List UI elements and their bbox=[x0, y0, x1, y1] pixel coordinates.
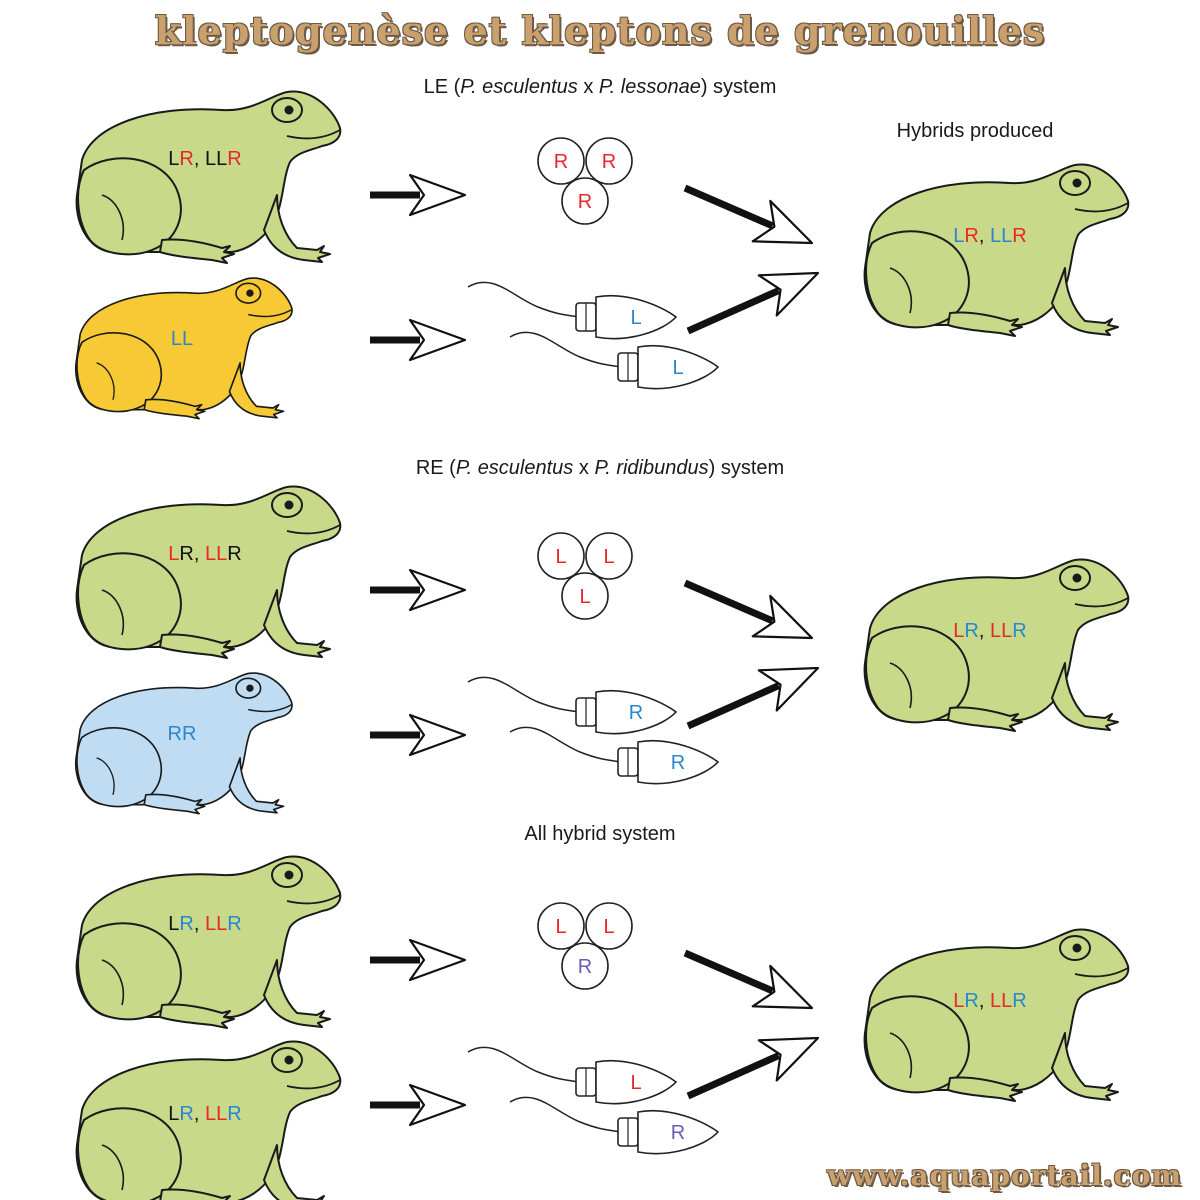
diagonal-arrow-icon bbox=[683, 949, 814, 1010]
egg-genotype: L bbox=[603, 546, 614, 568]
egg-genotype: L bbox=[555, 546, 566, 568]
page-title: kleptogenèse et kleptons de grenouilles bbox=[154, 8, 1046, 53]
sperm-genotype: L bbox=[672, 357, 683, 379]
egg: L bbox=[585, 902, 633, 950]
parent-frog-1 bbox=[75, 90, 342, 264]
hybrid-genotype: LR, LLR bbox=[953, 990, 1026, 1012]
egg-genotype: L bbox=[555, 916, 566, 938]
egg-genotype: R bbox=[578, 956, 592, 978]
short-arrow-icon bbox=[370, 938, 467, 982]
egg-genotype: R bbox=[554, 151, 568, 173]
hybrid-frog bbox=[863, 163, 1130, 337]
egg-cluster: L LR bbox=[537, 902, 633, 990]
system-title-re: RE (P. esculentus x P. ridibundus) syste… bbox=[415, 457, 785, 479]
egg: L bbox=[537, 902, 585, 950]
parent-1-genotype: LR, LLR bbox=[168, 913, 241, 935]
short-arrow-icon bbox=[370, 568, 467, 612]
diagonal-arrow-icon bbox=[683, 579, 814, 640]
sperm-genotype: R bbox=[629, 702, 643, 724]
diagonal-arrow-icon bbox=[686, 271, 820, 335]
diagonal-arrow-icon bbox=[686, 1036, 820, 1100]
egg-genotype: R bbox=[578, 191, 592, 213]
watermark: www.aquaportail.com bbox=[827, 1159, 1182, 1192]
sperm: L bbox=[509, 331, 720, 390]
egg-genotype: R bbox=[602, 151, 616, 173]
egg: L bbox=[585, 532, 633, 580]
egg-genotype: L bbox=[603, 916, 614, 938]
egg: R bbox=[537, 137, 585, 185]
short-arrow-icon bbox=[370, 713, 467, 757]
hybrid-frog bbox=[863, 558, 1130, 732]
egg-genotype: L bbox=[579, 586, 590, 608]
parent-frog-2 bbox=[74, 277, 293, 420]
parent-1-genotype: LR, LLR bbox=[168, 543, 241, 565]
egg: R bbox=[561, 942, 609, 990]
sperm: R bbox=[509, 726, 720, 785]
hybrid-genotype: LR, LLR bbox=[953, 620, 1026, 642]
sperm-genotype: L bbox=[630, 1072, 641, 1094]
hybrids-produced-label: Hybrids produced bbox=[896, 120, 1054, 142]
system-title-all-hybrid: All hybrid system bbox=[524, 823, 676, 845]
sperm: R bbox=[509, 1096, 720, 1155]
parent-frog-1 bbox=[75, 485, 342, 659]
egg: L bbox=[561, 572, 609, 620]
sperm: L bbox=[467, 1046, 678, 1105]
parent-frog-2 bbox=[75, 1040, 342, 1200]
diagonal-arrow-icon bbox=[683, 184, 814, 245]
parent-2-genotype: LL bbox=[171, 328, 193, 350]
sperm-genotype: R bbox=[671, 1122, 685, 1144]
hybrid-frog bbox=[863, 928, 1130, 1102]
system-title-le: LE (P. esculentus x P. lessonae) system bbox=[423, 76, 777, 98]
egg: R bbox=[585, 137, 633, 185]
sperm-genotype: L bbox=[630, 307, 641, 329]
short-arrow-icon bbox=[370, 173, 467, 217]
sperm: R bbox=[467, 676, 678, 735]
short-arrow-icon bbox=[370, 318, 467, 362]
parent-frog-1 bbox=[75, 855, 342, 1029]
parent-1-genotype: LR, LLR bbox=[168, 148, 241, 170]
short-arrow-icon bbox=[370, 1083, 467, 1127]
egg: L bbox=[537, 532, 585, 580]
sperm: L bbox=[467, 281, 678, 340]
egg: R bbox=[561, 177, 609, 225]
parent-2-genotype: RR bbox=[168, 723, 197, 745]
diagonal-arrow-icon bbox=[686, 666, 820, 730]
sperm-genotype: R bbox=[671, 752, 685, 774]
parent-2-genotype: LR, LLR bbox=[168, 1103, 241, 1125]
parent-frog-2 bbox=[74, 672, 293, 815]
hybrid-genotype: LR, LLR bbox=[953, 225, 1026, 247]
